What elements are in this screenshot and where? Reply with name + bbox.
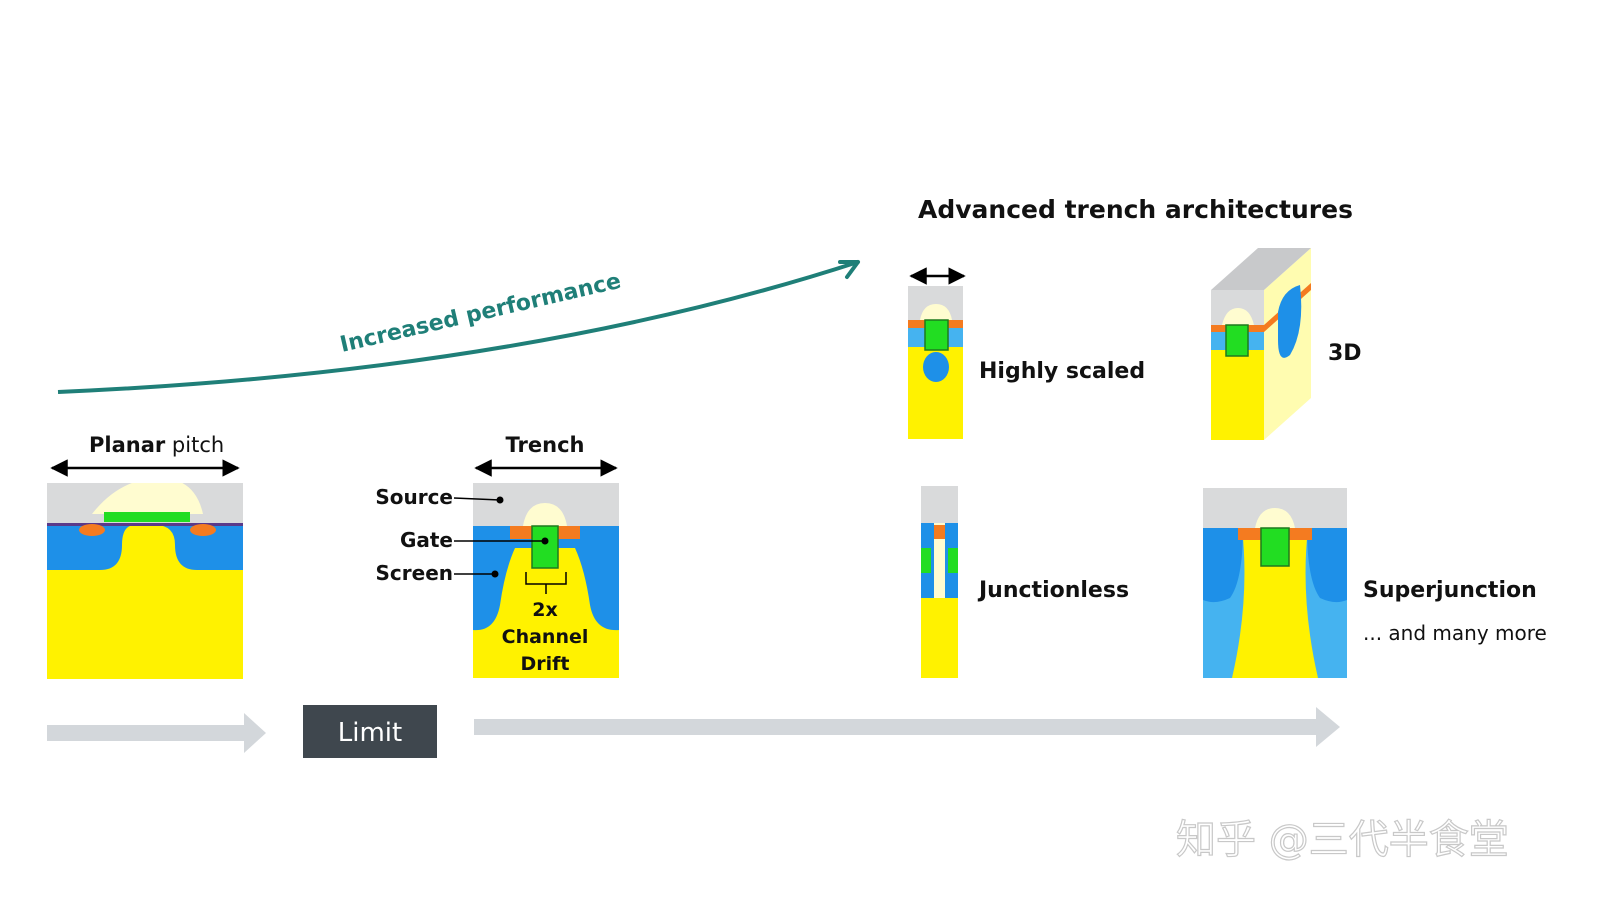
watermark: 知乎 @三代半食堂 — [1176, 817, 1509, 863]
junctionless-device — [921, 486, 958, 678]
progress-arrow-right — [474, 707, 1340, 747]
limit-box — [303, 705, 437, 758]
performance-label: Increased performance — [338, 269, 624, 358]
channel-label: Channel — [502, 626, 589, 648]
junctionless-label: Junctionless — [977, 578, 1129, 603]
trench-callouts — [453, 496, 567, 594]
three-d-label: 3D — [1328, 341, 1362, 366]
limit-label: Limit — [338, 718, 402, 748]
more-label: ... and many more — [1363, 621, 1547, 645]
source-label: Source — [375, 485, 453, 509]
superjunction-label: Superjunction — [1363, 578, 1537, 603]
trench-title: Trench — [506, 433, 585, 457]
channel-multiplier-label: 2x — [532, 599, 557, 621]
three-d-device — [1211, 248, 1311, 440]
screen-label: Screen — [376, 561, 454, 585]
performance-arrow — [57, 260, 860, 394]
section-title: Advanced trench architectures — [918, 195, 1353, 224]
trench-device — [473, 483, 619, 678]
highly-scaled-label: Highly scaled — [979, 359, 1145, 384]
planar-device — [47, 483, 243, 679]
drift-label: Drift — [520, 653, 569, 675]
superjunction-device — [1203, 488, 1347, 678]
gate-label: Gate — [400, 528, 453, 552]
highly-scaled-device — [908, 286, 963, 439]
planar-label: Planar pitch — [89, 433, 224, 457]
progress-arrow-left — [47, 713, 266, 753]
